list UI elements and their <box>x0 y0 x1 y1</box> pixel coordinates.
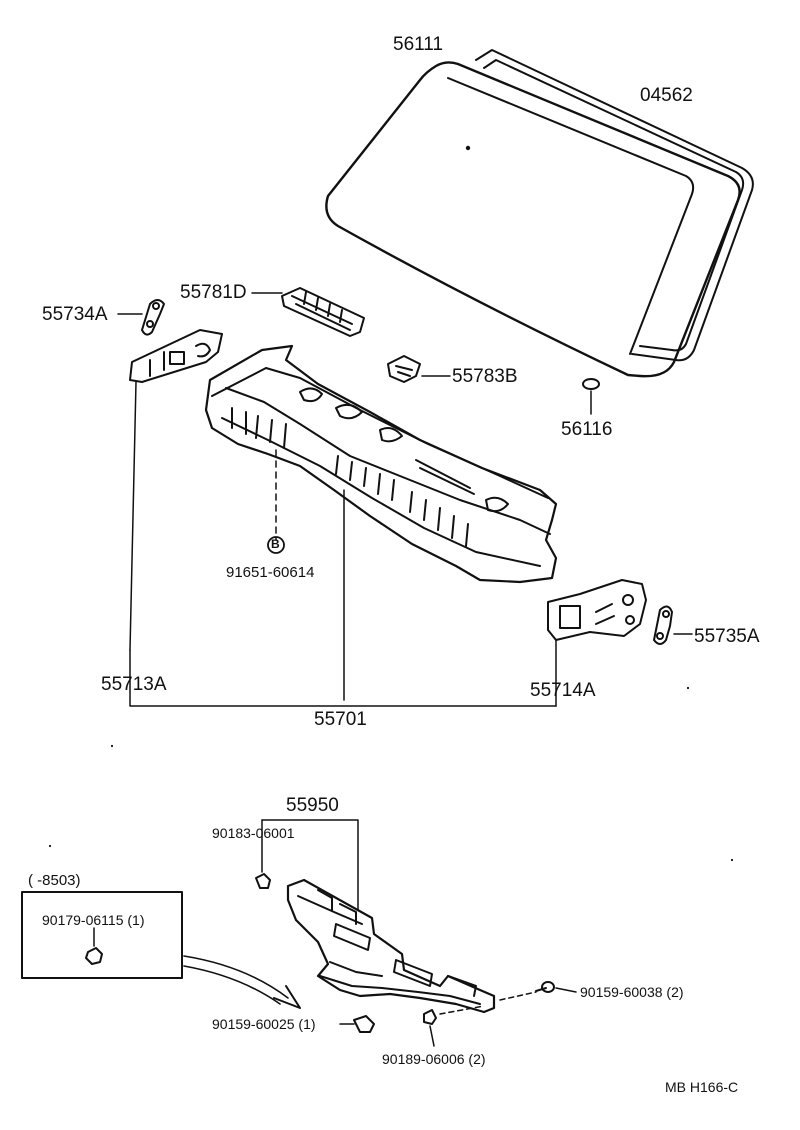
stopper-drawing <box>582 378 600 415</box>
label-weatherstrip: 04562 <box>640 85 693 106</box>
label-nut-top: 90183-06001 <box>212 825 295 841</box>
left-bracket-drawing <box>129 329 223 651</box>
screw-right-drawing <box>499 981 577 1001</box>
label-stopper: 56116 <box>561 419 613 440</box>
right-bracket-drawing <box>547 579 647 707</box>
footer-code: MB H166-C <box>665 1079 739 1095</box>
label-bolt-marker: B <box>271 537 280 551</box>
label-windshield-glass: 56111 <box>393 34 444 55</box>
left-clip-drawing <box>117 299 165 336</box>
louver-drawing <box>286 878 496 1014</box>
label-cowl-bolt: 91651-60614 <box>226 564 315 581</box>
cowl-panel-drawing <box>204 344 558 701</box>
bolt-b-marker <box>267 536 285 554</box>
label-clip-d: 55781D <box>180 282 247 303</box>
right-clip-drawing <box>653 605 693 645</box>
nut-bottom-drawing <box>423 1005 485 1047</box>
label-louver: 55950 <box>286 795 339 816</box>
label-nut-bottom: 90189-06006 (2) <box>382 1051 486 1067</box>
label-left-bracket: 55713A <box>101 674 167 695</box>
label-right-bracket: 55714A <box>530 680 596 701</box>
variant-arrow <box>183 955 301 1009</box>
screw-bottom-left-drawing <box>339 1015 375 1033</box>
label-left-clip: 55734A <box>42 304 108 325</box>
label-screw-bottom-left: 90159-60025 (1) <box>212 1016 316 1032</box>
label-clip-b: 55783B <box>452 366 518 387</box>
label-cowl-panel: 55701 <box>314 709 367 730</box>
label-screw-right: 90159-60038 (2) <box>580 984 684 1000</box>
variant-box <box>21 891 183 979</box>
label-right-clip: 55735A <box>694 626 760 647</box>
label-variant-range: ( -8503) <box>28 872 81 889</box>
nut-top-drawing <box>255 873 271 889</box>
windshield-glass-drawing <box>325 61 741 378</box>
clip-d-drawing <box>251 287 365 337</box>
bracket-leader <box>129 649 557 707</box>
weatherstrip-drawing <box>475 49 754 362</box>
label-variant-nut: 90179-06115 (1) <box>42 912 145 928</box>
clip-b-drawing <box>387 355 451 383</box>
